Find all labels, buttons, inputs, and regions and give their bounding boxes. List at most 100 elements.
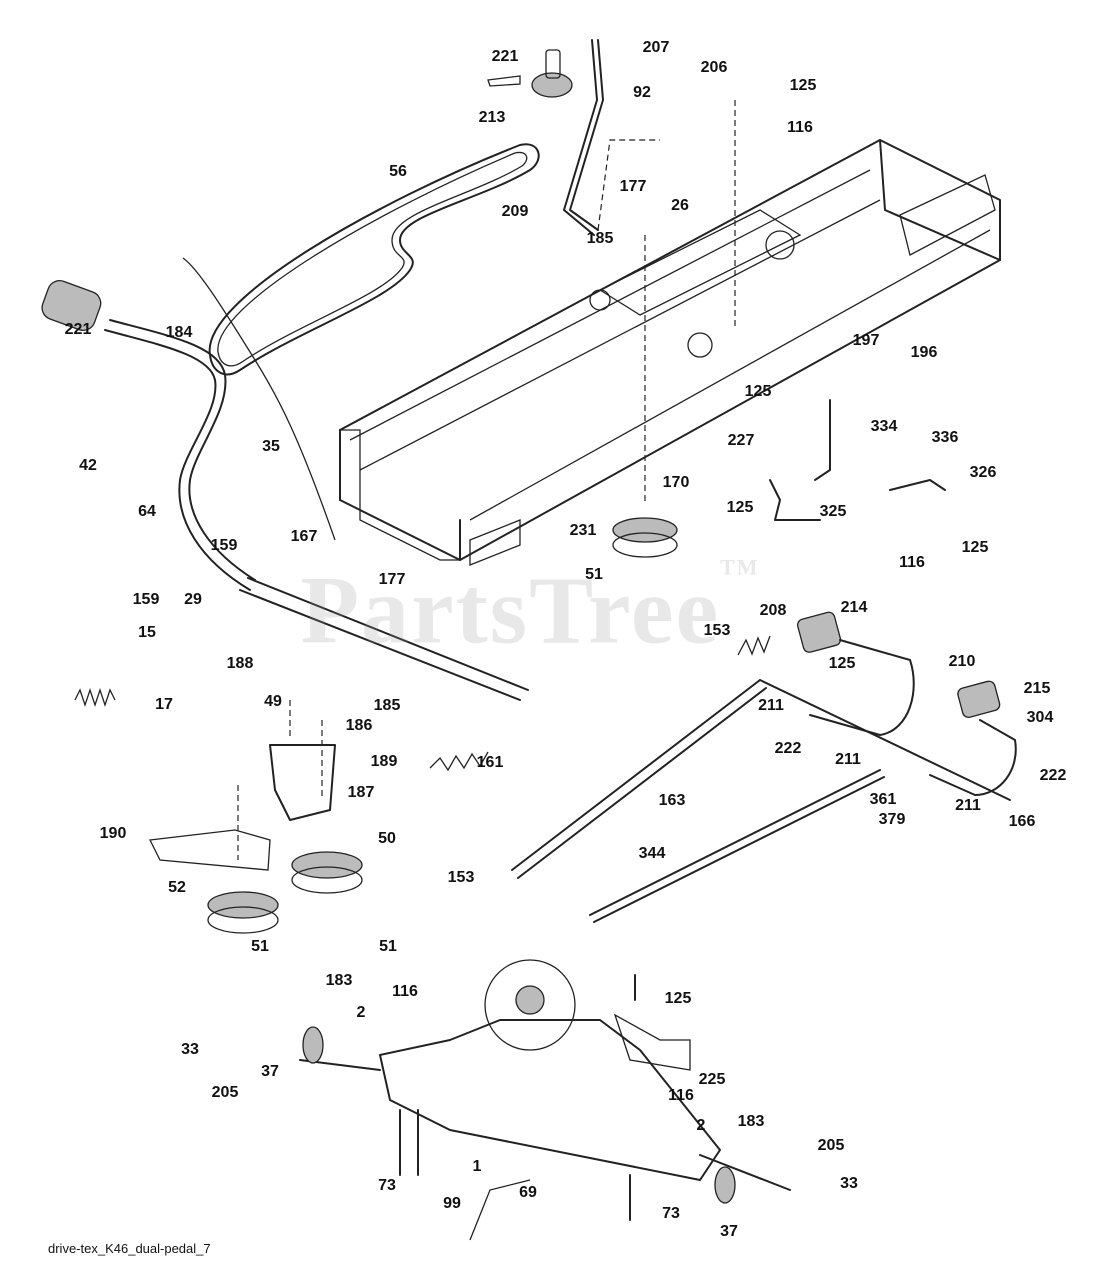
part-callout-214: 214 xyxy=(840,599,868,616)
part-callout-33: 33 xyxy=(181,1041,199,1058)
part-callout-125: 125 xyxy=(744,383,772,400)
part-callout-187: 187 xyxy=(347,784,375,801)
brackets-drawing xyxy=(149,399,946,1071)
frame-drawing xyxy=(339,139,1001,566)
part-callout-64: 64 xyxy=(138,503,156,520)
part-callout-221: 221 xyxy=(64,321,92,338)
part-callout-221: 221 xyxy=(491,48,519,65)
part-callout-159: 159 xyxy=(132,591,160,608)
springs-drawing xyxy=(74,635,771,772)
rods-drawing xyxy=(511,679,885,923)
part-callout-211: 211 xyxy=(955,797,981,814)
part-callout-197: 197 xyxy=(852,332,880,349)
part-callout-334: 334 xyxy=(870,418,898,435)
part-callout-227: 227 xyxy=(727,432,755,449)
part-callout-190: 190 xyxy=(99,825,127,842)
part-callout-215: 215 xyxy=(1023,680,1051,697)
part-callout-42: 42 xyxy=(79,457,97,474)
part-callout-206: 206 xyxy=(700,59,728,76)
part-callout-125: 125 xyxy=(789,77,817,94)
part-callout-35: 35 xyxy=(262,438,280,455)
part-callout-125: 125 xyxy=(828,655,856,672)
part-callout-185: 185 xyxy=(586,230,614,247)
part-callout-183: 183 xyxy=(325,972,353,989)
part-callout-2: 2 xyxy=(356,1004,366,1021)
part-callout-188: 188 xyxy=(226,655,254,672)
part-callout-222: 222 xyxy=(1039,767,1067,784)
part-callout-211: 211 xyxy=(758,697,784,714)
part-callout-116: 116 xyxy=(787,119,813,136)
part-callout-210: 210 xyxy=(948,653,976,670)
part-callout-69: 69 xyxy=(519,1184,537,1201)
part-callout-344: 344 xyxy=(638,845,666,862)
part-callout-177: 177 xyxy=(378,571,406,588)
part-callout-2: 2 xyxy=(696,1117,706,1134)
knob-213-drawing xyxy=(487,49,573,98)
part-callout-33: 33 xyxy=(840,1175,858,1192)
part-callout-336: 336 xyxy=(931,429,959,446)
part-callout-183: 183 xyxy=(737,1113,765,1130)
part-callout-26: 26 xyxy=(671,197,689,214)
part-callout-177: 177 xyxy=(619,178,647,195)
part-callout-185: 185 xyxy=(373,697,401,714)
transaxle-drawing xyxy=(299,959,791,1241)
part-callout-213: 213 xyxy=(478,109,506,126)
part-callout-153: 153 xyxy=(703,622,731,639)
part-callout-225: 225 xyxy=(698,1071,726,1088)
part-callout-205: 205 xyxy=(817,1137,845,1154)
part-callout-116: 116 xyxy=(392,983,418,1000)
part-callout-37: 37 xyxy=(261,1063,279,1080)
part-callout-1: 1 xyxy=(472,1158,482,1175)
part-callout-125: 125 xyxy=(726,499,754,516)
part-callout-211: 211 xyxy=(835,751,861,768)
shift-lever-64-drawing xyxy=(41,257,529,701)
part-callout-170: 170 xyxy=(662,474,690,491)
part-callout-51: 51 xyxy=(585,566,603,583)
part-callout-209: 209 xyxy=(501,203,529,220)
part-callout-37: 37 xyxy=(720,1223,738,1240)
part-callout-361: 361 xyxy=(869,791,897,808)
part-callout-222: 222 xyxy=(774,740,802,757)
part-callout-15: 15 xyxy=(138,624,156,641)
diagram-caption: drive-tex_K46_dual-pedal_7 xyxy=(48,1241,211,1256)
part-callout-73: 73 xyxy=(378,1177,396,1194)
part-callout-166: 166 xyxy=(1008,813,1036,830)
pulleys-drawing xyxy=(207,517,678,934)
part-callout-17: 17 xyxy=(155,696,173,713)
part-callout-50: 50 xyxy=(378,830,396,847)
part-callout-99: 99 xyxy=(443,1195,461,1212)
part-callout-116: 116 xyxy=(668,1087,694,1104)
part-callout-159: 159 xyxy=(210,537,238,554)
part-callout-186: 186 xyxy=(345,717,373,734)
part-callout-52: 52 xyxy=(168,879,186,896)
part-callout-92: 92 xyxy=(633,84,651,101)
part-callout-116: 116 xyxy=(899,554,925,571)
part-callout-153: 153 xyxy=(447,869,475,886)
part-callout-51: 51 xyxy=(251,938,269,955)
part-callout-379: 379 xyxy=(878,811,906,828)
part-callout-125: 125 xyxy=(961,539,989,556)
belt-56-drawing xyxy=(208,143,540,376)
assembly-lines xyxy=(237,100,736,860)
part-callout-184: 184 xyxy=(165,324,193,341)
part-callout-208: 208 xyxy=(759,602,787,619)
part-callout-73: 73 xyxy=(662,1205,680,1222)
part-callout-207: 207 xyxy=(642,39,670,56)
part-callout-167: 167 xyxy=(290,528,318,545)
part-callout-196: 196 xyxy=(910,344,938,361)
part-callout-56: 56 xyxy=(389,163,407,180)
part-callout-189: 189 xyxy=(370,753,398,770)
part-callout-163: 163 xyxy=(658,792,686,809)
part-callout-326: 326 xyxy=(969,464,997,481)
pedal-assembly-drawing xyxy=(759,611,1017,801)
part-callout-161: 161 xyxy=(476,754,504,771)
part-callout-231: 231 xyxy=(569,522,597,539)
part-callout-29: 29 xyxy=(184,591,202,608)
part-callout-205: 205 xyxy=(211,1084,239,1101)
part-callout-49: 49 xyxy=(264,693,282,710)
lever-209-drawing xyxy=(563,39,660,236)
part-callout-125: 125 xyxy=(664,990,692,1007)
part-callout-51: 51 xyxy=(379,938,397,955)
